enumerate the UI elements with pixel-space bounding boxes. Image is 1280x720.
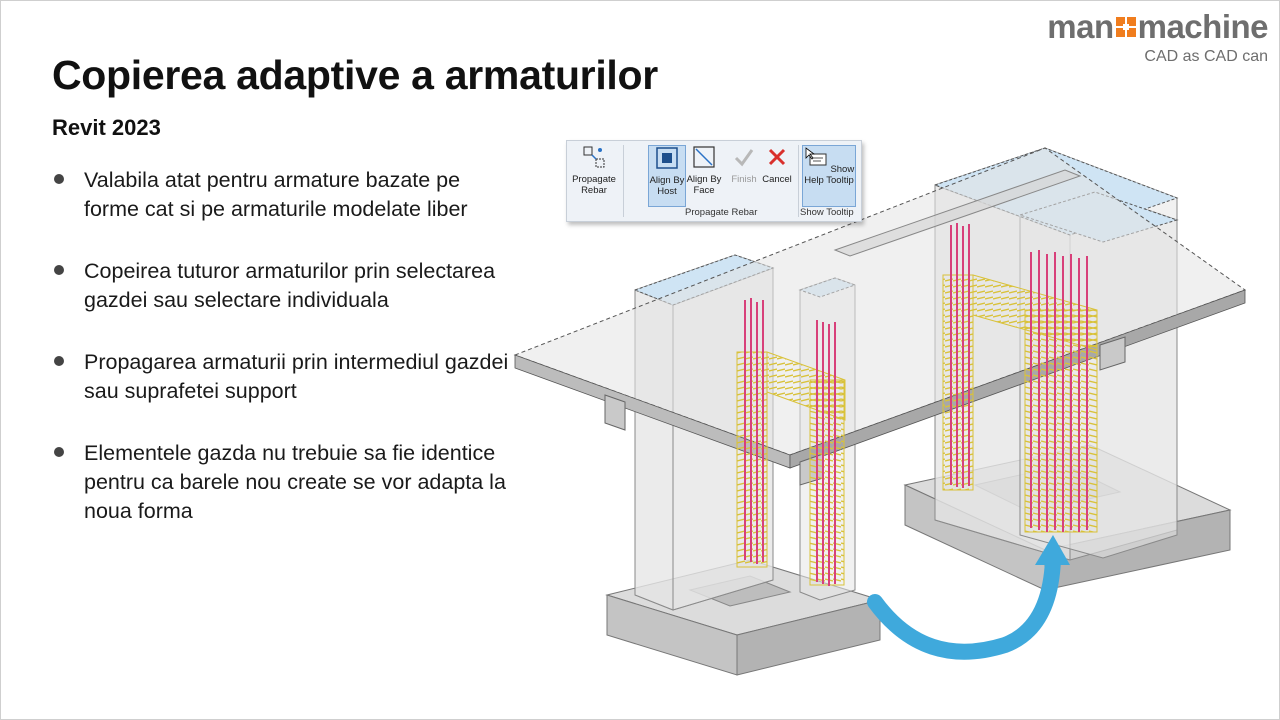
propagate-rebar-label: Propagate Rebar: [572, 174, 616, 196]
logo-word-left: man: [1047, 8, 1114, 45]
logo-tagline: CAD as CAD can: [1144, 48, 1268, 65]
close-icon: [768, 148, 786, 166]
bullet-dot-icon: [54, 447, 64, 457]
bullet-text: Copeirea tuturor armaturilor prin select…: [84, 259, 496, 312]
bullet-text: Valabila atat pentru armature bazate pe …: [84, 168, 468, 221]
right-rebar-cage: [942, 223, 1098, 533]
logo-cross-icon: [1115, 17, 1136, 37]
align-by-host-label: Align By Host: [649, 175, 685, 197]
bullet-item: Elementele gazda nu trebuie sa fie ident…: [52, 439, 512, 526]
cancel-label: Cancel: [762, 174, 792, 185]
left-rebar-cage: [736, 298, 846, 586]
logo-word-right: machine: [1137, 8, 1269, 45]
propagate-rebar-icon: [583, 146, 605, 168]
bullet-dot-icon: [54, 265, 64, 275]
checkmark-icon: [734, 149, 754, 167]
help-tooltip-icon: [805, 147, 827, 166]
slide-title: Copierea adaptive a armaturilor: [52, 52, 658, 98]
logo-wordmark: man machine: [1047, 8, 1268, 46]
rebar-3d-illustration: [513, 147, 1247, 676]
bullet-dot-icon: [54, 174, 64, 184]
bullet-text: Elementele gazda nu trebuie sa fie ident…: [84, 441, 506, 523]
panel-label-propagate: Propagate Rebar: [685, 207, 758, 218]
finish-label: Finish: [731, 174, 757, 185]
propagation-arrow-icon: [867, 535, 1070, 660]
bullet-item: Valabila atat pentru armature bazate pe …: [52, 166, 512, 224]
show-help-tooltip-button[interactable]: Show Help Tooltip: [802, 145, 856, 207]
floor-slab: [513, 147, 1247, 486]
align-by-face-icon: [693, 146, 715, 168]
bullet-list: Valabila atat pentru armature bazate pe …: [52, 166, 512, 559]
bullet-dot-icon: [54, 356, 64, 366]
ribbon-separator: [798, 145, 799, 217]
slide-subtitle: Revit 2023: [52, 115, 161, 140]
bullet-item: Copeirea tuturor armaturilor prin select…: [52, 257, 512, 315]
bullet-text: Propagarea armaturii prin intermediul ga…: [84, 350, 509, 403]
cancel-button[interactable]: Cancel: [760, 145, 794, 205]
align-by-face-button[interactable]: Align By Face: [686, 145, 722, 205]
panel-label-tooltip: Show Tooltip: [800, 207, 854, 218]
bullet-item: Propagarea armaturii prin intermediul ga…: [52, 348, 512, 406]
revit-ribbon-panel: Propagate Rebar Align By Host Align By F…: [566, 140, 862, 222]
show-help-tooltip-label: Show Help Tooltip: [804, 164, 855, 186]
align-by-face-label: Align By Face: [686, 174, 722, 196]
finish-button[interactable]: Finish: [728, 145, 760, 205]
align-by-host-icon: [656, 147, 678, 169]
company-logo: man machine CAD as CAD can: [1047, 8, 1268, 66]
ribbon-separator: [623, 145, 624, 217]
propagate-rebar-button[interactable]: Propagate Rebar: [570, 145, 618, 205]
align-by-host-button[interactable]: Align By Host: [648, 145, 686, 207]
